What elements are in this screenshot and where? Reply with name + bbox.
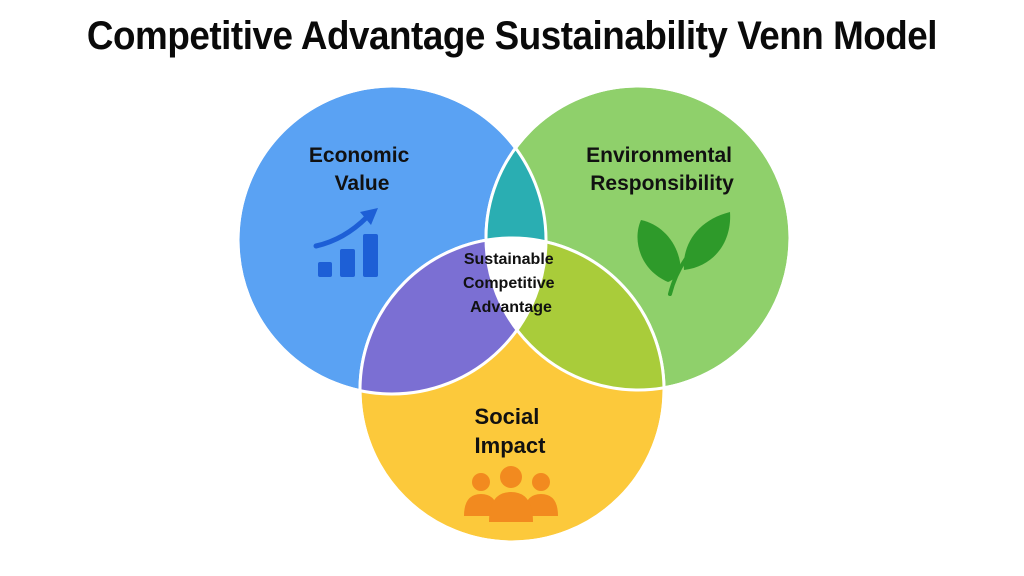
people-group-icon (464, 466, 558, 522)
environmental-social-overlap (486, 238, 664, 390)
social-circle-outline (358, 236, 666, 544)
leaf-icon (637, 212, 731, 296)
environmental-responsibility-label: Environmental Responsibility (586, 144, 738, 195)
social-impact-label: Social Impact (475, 404, 547, 458)
page-title: Competitive Advantage Sustainability Ven… (86, 14, 938, 58)
center-label: Sustainable Competitive Advantage (463, 251, 559, 316)
environmental-circle-outline (484, 84, 792, 392)
bar-chart-growth-icon (313, 208, 378, 277)
economic-value-label: Economic Value (309, 144, 415, 195)
economic-circle-outline (236, 84, 548, 396)
